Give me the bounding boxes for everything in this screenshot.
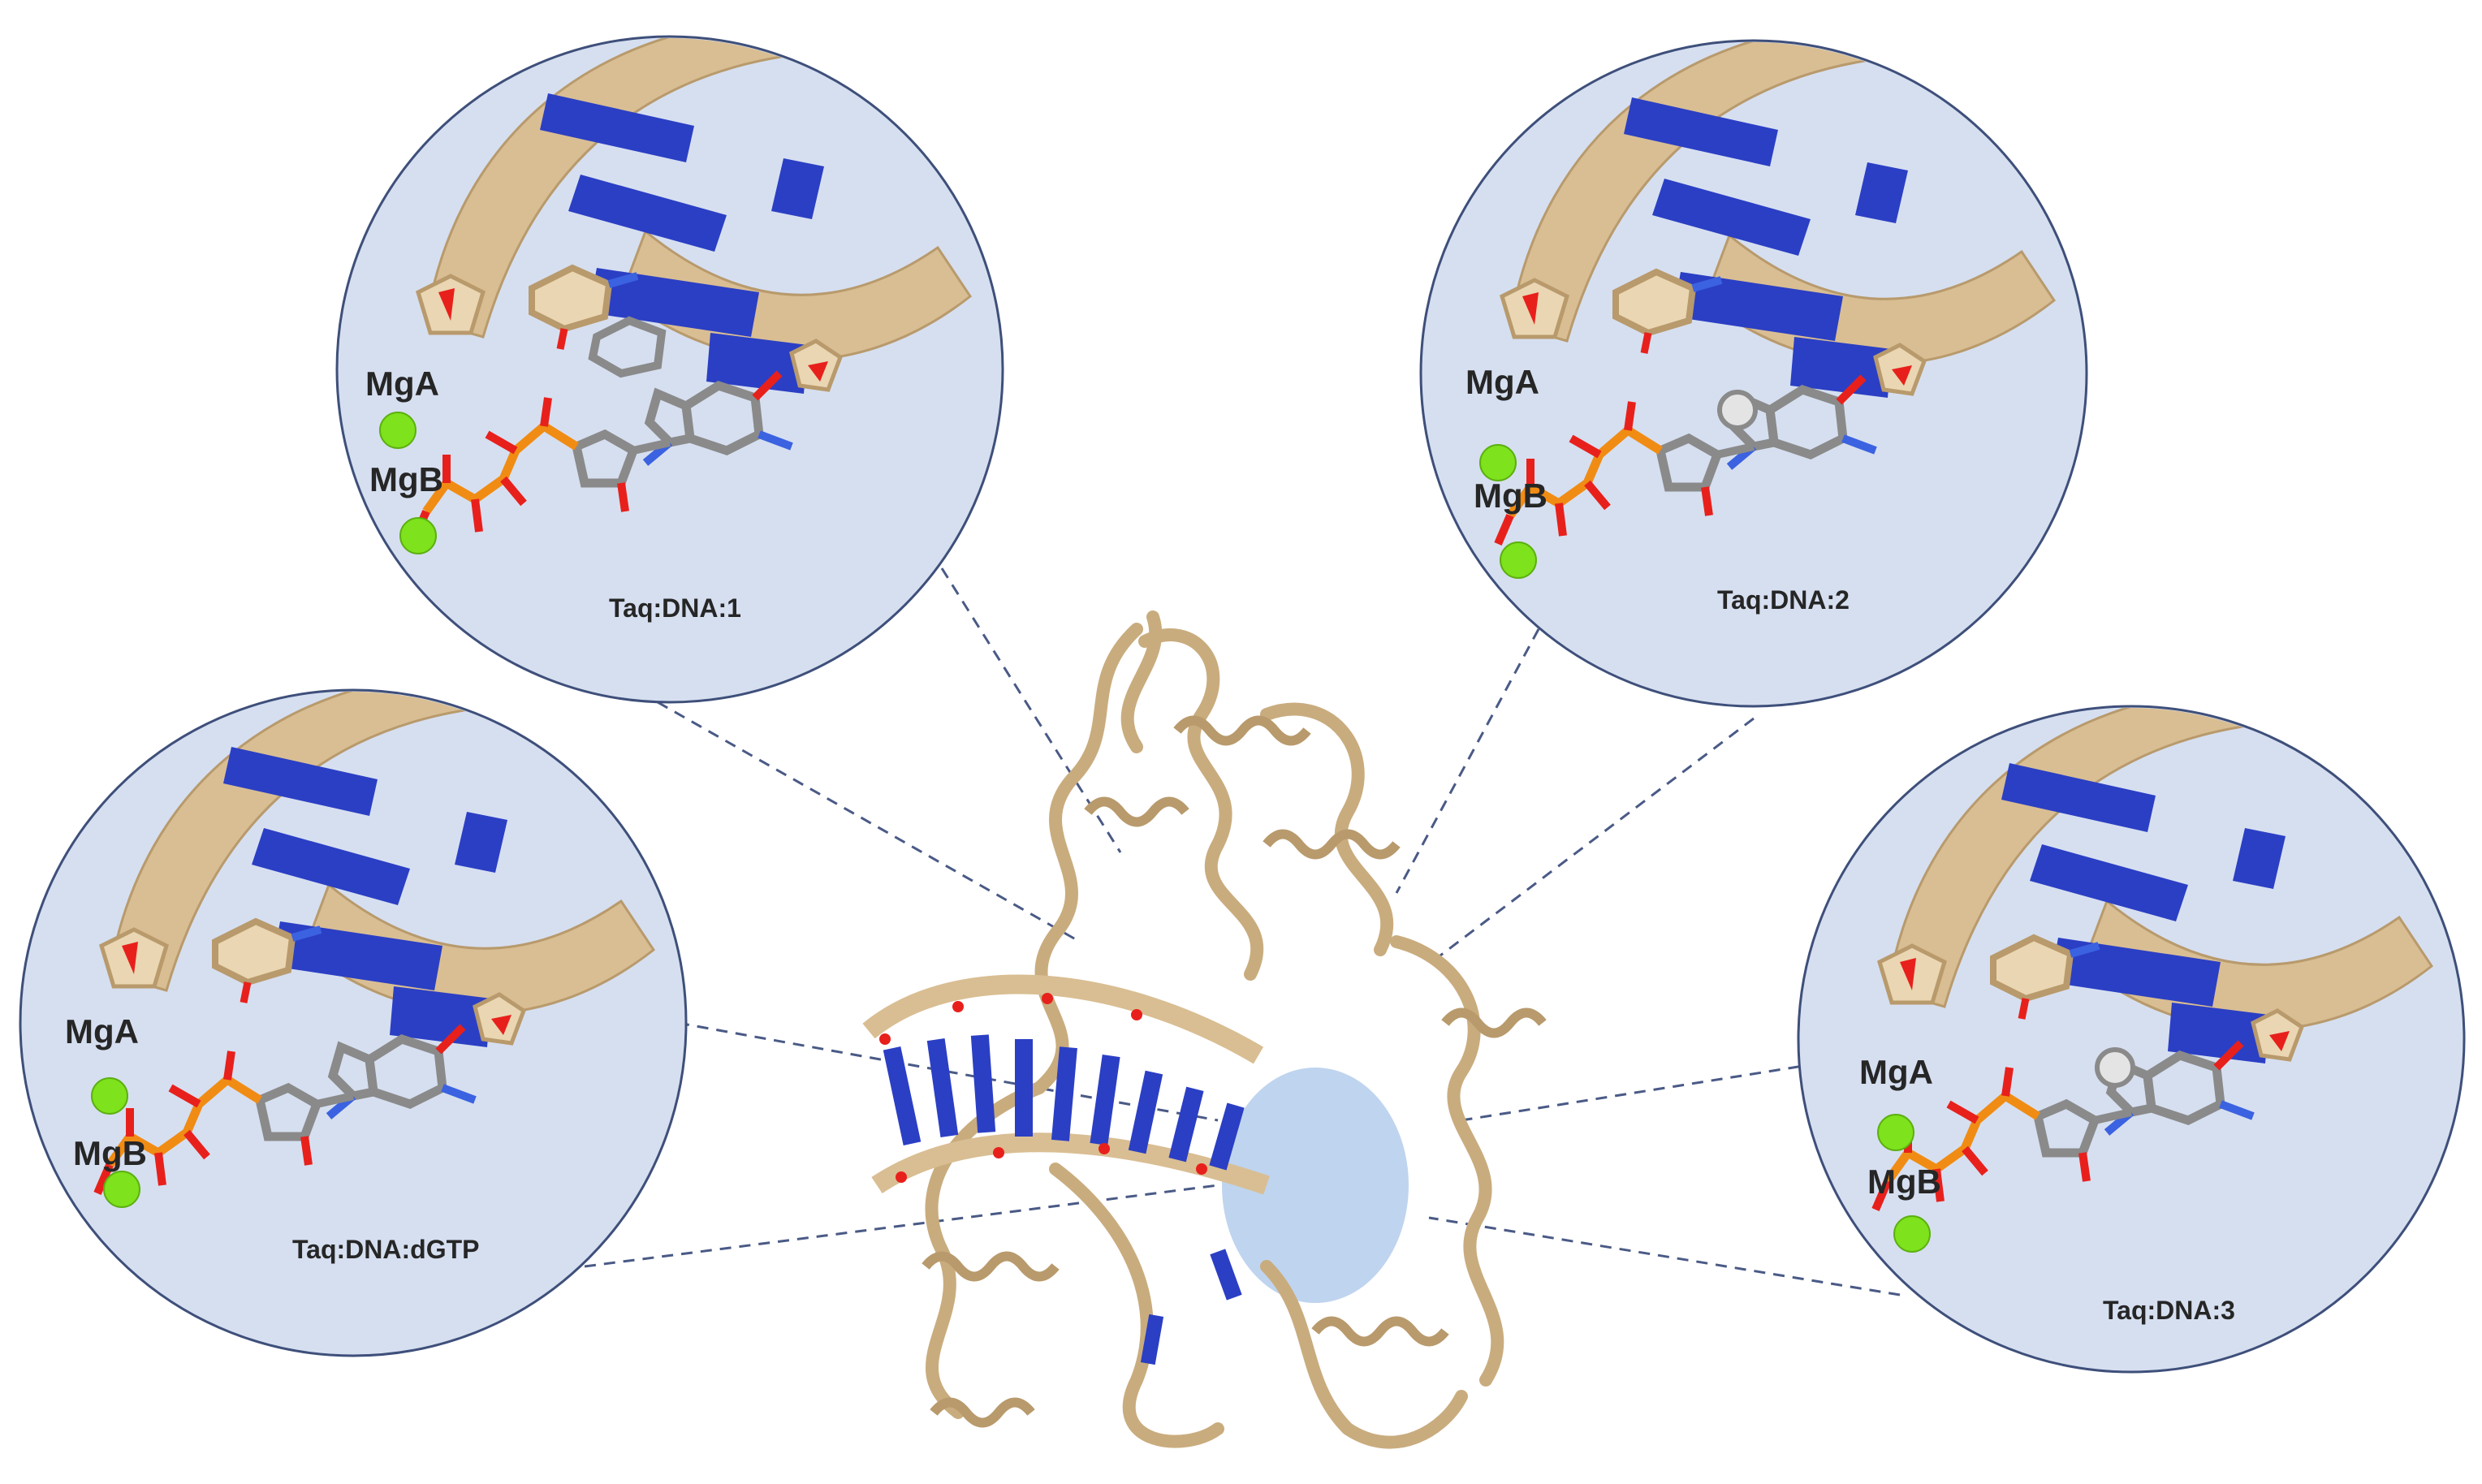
protein-structure <box>862 610 1547 1449</box>
mg-a-ion <box>1479 444 1517 481</box>
zoom-panel-taq-dna-3: MgA MgB Taq:DNA:3 <box>1797 705 2466 1374</box>
ligand-extra-sphere <box>2095 1047 2135 1088</box>
mg-b-label: MgB <box>1867 1163 1941 1201</box>
mg-b-ion <box>399 517 437 554</box>
zoom-panel-taq-dna-dgtp: MgA MgB Taq:DNA:dGTP <box>19 688 688 1357</box>
mg-b-ion <box>103 1171 140 1208</box>
leader-line-p0-b <box>584 1184 1219 1268</box>
complex-label: Taq:DNA:1 <box>609 593 741 623</box>
mg-a-ion <box>91 1077 128 1115</box>
zoom-panel-taq-dna-1: MgA MgB Taq:DNA:1 <box>335 35 1004 704</box>
mg-b-ion <box>1500 541 1537 579</box>
mg-a-ion <box>379 412 417 449</box>
mg-a-label: MgA <box>1465 363 1539 401</box>
leader-line-p3-a <box>1461 1062 1819 1122</box>
mg-a-label: MgA <box>1859 1053 1933 1091</box>
mg-b-label: MgB <box>73 1134 147 1172</box>
zoom-panel-taq-dna-2: MgA MgB Taq:DNA:2 <box>1419 39 2088 708</box>
mg-b-ion <box>1893 1215 1931 1253</box>
ligand-extra-ring <box>588 316 667 378</box>
leader-line-p2-b <box>1436 717 1755 960</box>
complex-label: Taq:DNA:2 <box>1717 585 1850 615</box>
mg-a-label: MgA <box>365 365 439 403</box>
active-site-highlight <box>1222 1068 1409 1303</box>
mg-a-label: MgA <box>65 1012 139 1050</box>
ligand-extra-sphere <box>1717 390 1758 430</box>
central-dna <box>862 974 1270 1365</box>
leader-line-p1-a <box>657 701 1081 943</box>
leader-line-p3-b <box>1428 1216 1901 1296</box>
leader-line-p2-a <box>1395 628 1540 894</box>
complex-label: Taq:DNA:dGTP <box>292 1235 479 1264</box>
mg-b-label: MgB <box>369 460 443 498</box>
mg-b-label: MgB <box>1474 477 1547 515</box>
mg-a-ion <box>1877 1114 1914 1151</box>
complex-label: Taq:DNA:3 <box>2103 1296 2235 1325</box>
